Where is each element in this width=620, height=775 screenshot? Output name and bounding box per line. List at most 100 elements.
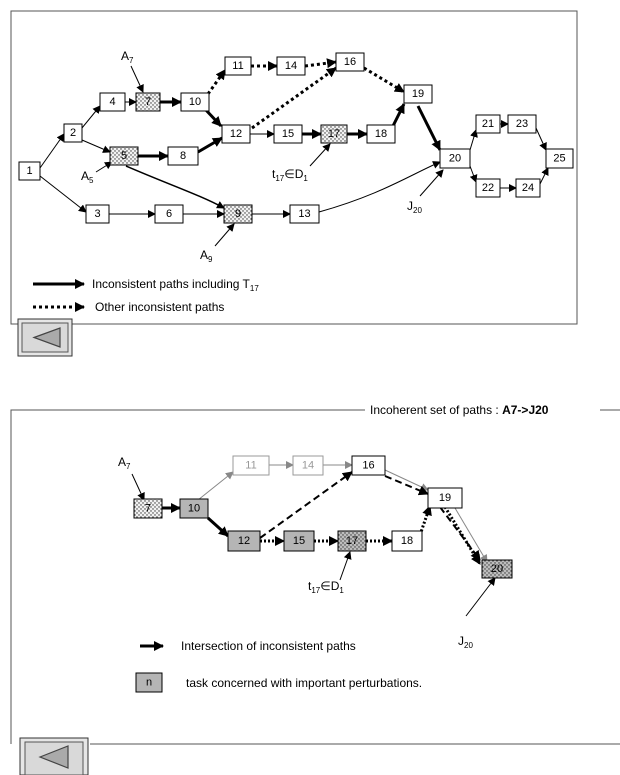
annotation-a7: A7 <box>121 49 134 65</box>
task-label-16: 16 <box>344 56 356 68</box>
task-node-5: 5 <box>109 146 139 166</box>
task-node-13: 13 <box>289 204 320 224</box>
bottom-task-node-14: 14 <box>292 455 324 476</box>
top-annotations: A7 A5 A9 t17∈D1 J20 <box>81 49 422 264</box>
top-nodes: 1 2 3 4 5 6 7 8 9 10 11 12 13 14 15 16 1… <box>18 52 574 224</box>
task-label-5: 5 <box>121 150 127 162</box>
bottom-task-node-19: 19 <box>427 487 463 509</box>
bottom-task-label-20: 20 <box>491 563 503 575</box>
task-node-23: 23 <box>507 114 537 134</box>
task-node-4: 4 <box>99 92 126 112</box>
task-node-25: 25 <box>545 148 574 169</box>
legend-dotted-text: Other inconsistent paths <box>95 300 224 314</box>
bottom-task-label-10: 10 <box>188 503 200 515</box>
task-node-2: 2 <box>63 123 83 143</box>
legend-intersection-text: Intersection of inconsistent paths <box>181 639 356 653</box>
task-label-9: 9 <box>235 208 241 220</box>
legend-solid-text: Inconsistent paths including T17 <box>92 277 259 293</box>
task-label-23: 23 <box>516 118 528 130</box>
bottom-task-node-20: 20 <box>481 559 513 579</box>
bottom-nodes: 7 10 11 14 16 12 15 17 18 19 20 <box>133 455 513 579</box>
bottom-edges <box>131 461 496 617</box>
task-label-10: 10 <box>189 96 201 108</box>
annotation-a5: A5 <box>81 169 94 185</box>
task-label-14: 14 <box>285 60 297 72</box>
annotation-j20: J20 <box>407 199 422 215</box>
task-node-20: 20 <box>439 148 471 169</box>
task-node-7: 7 <box>135 92 161 112</box>
task-label-3: 3 <box>94 208 100 220</box>
bottom-task-label-14: 14 <box>302 460 314 472</box>
bottom-task-node-18: 18 <box>391 530 423 552</box>
bottom-task-node-15: 15 <box>283 530 315 552</box>
bottom-task-label-12: 12 <box>238 535 250 547</box>
task-label-19: 19 <box>412 88 424 100</box>
bottom-task-label-11: 11 <box>245 460 256 472</box>
task-label-13: 13 <box>298 208 310 220</box>
bottom-panel-frame <box>10 409 620 745</box>
bottom-task-label-7: 7 <box>145 503 151 515</box>
bottom-task-node-7: 7 <box>133 498 163 519</box>
task-label-1: 1 <box>26 165 32 177</box>
bottom-task-label-19: 19 <box>439 492 451 504</box>
task-node-11: 11 <box>224 56 252 76</box>
bottom-task-node-12: 12 <box>227 530 261 552</box>
annotation-a9: A9 <box>200 248 213 264</box>
top-edges <box>39 58 549 247</box>
bottom-task-node-16: 16 <box>351 455 386 476</box>
task-node-1: 1 <box>18 161 41 181</box>
legend-perturbation-text: task concerned with important perturbati… <box>186 676 422 690</box>
task-label-2: 2 <box>70 127 76 139</box>
task-label-7: 7 <box>145 96 151 108</box>
back-arrow-icon <box>38 745 69 769</box>
bottom-task-label-17: 17 <box>346 535 358 547</box>
task-label-20: 20 <box>449 153 461 165</box>
task-node-17: 17 <box>320 124 348 144</box>
annotation-t17: t17∈D1 <box>272 167 308 183</box>
task-node-10: 10 <box>180 92 210 112</box>
legend-perturbation-box <box>135 672 163 693</box>
task-node-6: 6 <box>154 204 184 224</box>
task-label-21: 21 <box>482 118 494 130</box>
task-node-15: 15 <box>273 124 303 144</box>
bottom-task-label-15: 15 <box>293 535 305 547</box>
bottom-task-label-18: 18 <box>401 535 413 547</box>
task-label-4: 4 <box>109 96 115 108</box>
task-label-15: 15 <box>282 128 294 140</box>
bottom-task-node-17: 17 <box>337 530 367 552</box>
bottom-annotation-a7: A7 <box>118 455 131 471</box>
top-legend: Inconsistent paths including T17 Other i… <box>33 277 259 314</box>
task-label-22: 22 <box>482 182 494 194</box>
task-label-18: 18 <box>375 128 387 140</box>
task-node-12: 12 <box>221 124 251 144</box>
task-node-9: 9 <box>223 204 253 224</box>
task-node-16: 16 <box>335 52 365 72</box>
task-label-11: 11 <box>232 60 243 72</box>
bottom-task-node-11: 11 <box>232 455 270 476</box>
bottom-legend: Intersection of inconsistent paths n tas… <box>135 639 422 693</box>
task-label-12: 12 <box>230 128 242 140</box>
task-label-8: 8 <box>180 150 186 162</box>
bottom-task-label-16: 16 <box>362 460 374 472</box>
task-node-21: 21 <box>475 114 501 134</box>
back-arrow-icon <box>32 327 61 348</box>
back-button-bottom[interactable] <box>19 737 89 775</box>
bottom-annotation-j20: J20 <box>458 634 473 650</box>
back-button-top[interactable] <box>17 318 73 357</box>
task-label-24: 24 <box>522 182 534 194</box>
task-label-25: 25 <box>553 153 565 165</box>
task-node-14: 14 <box>276 56 306 76</box>
task-node-19: 19 <box>403 84 433 104</box>
bottom-annotation-t17: t17∈D1 <box>308 579 344 595</box>
task-node-24: 24 <box>515 178 541 198</box>
task-label-17: 17 <box>328 128 340 140</box>
task-node-8: 8 <box>167 146 199 166</box>
task-label-6: 6 <box>166 208 172 220</box>
bottom-panel-title: Incoherent set of paths : A7->J20 <box>370 403 549 417</box>
task-node-22: 22 <box>475 178 501 198</box>
task-node-18: 18 <box>366 124 396 144</box>
legend-perturbation-box-label: n <box>146 677 152 689</box>
bottom-task-node-10: 10 <box>179 498 209 519</box>
bottom-annotations: A7 t17∈D1 J20 <box>118 455 473 650</box>
